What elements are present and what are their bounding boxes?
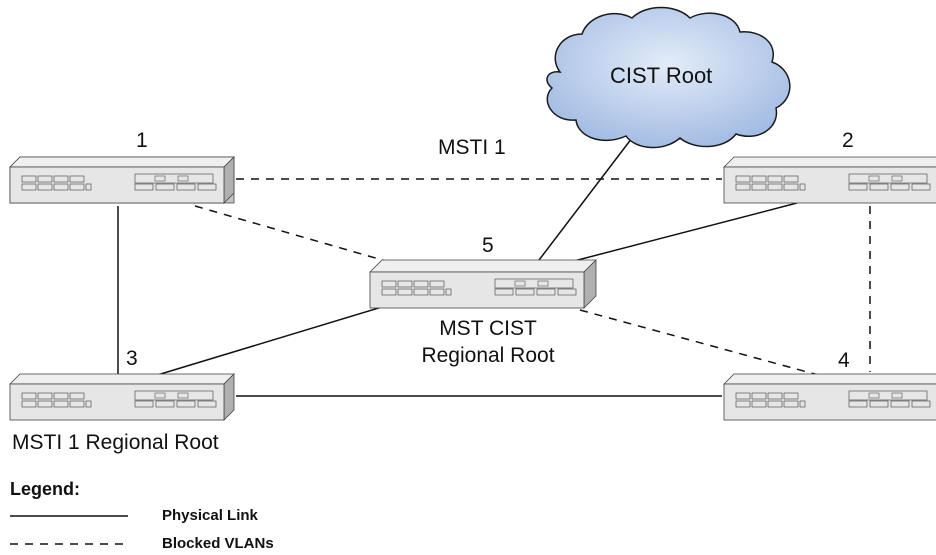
link-5-2 (573, 202, 798, 262)
switch-1 (9, 156, 235, 204)
switch-4-number: 4 (838, 349, 850, 372)
switch-5 (369, 259, 597, 309)
mst-cist-label-line1: MST CIST (439, 317, 537, 340)
switch-2-number: 2 (842, 129, 854, 152)
mst-cist-label-line2: Regional Root (421, 344, 555, 367)
link-5-4-blocked (579, 309, 823, 377)
link-5-cist-root (535, 137, 633, 265)
cist-root-cloud (546, 6, 791, 149)
cist-root-label: CIST Root (610, 63, 713, 88)
switch-1-number: 1 (136, 129, 148, 152)
legend-blocked-vlans-label: Blocked VLANs (162, 535, 274, 552)
msti-1-regional-root-label: MSTI 1 Regional Root (12, 431, 219, 454)
link-3-5 (153, 306, 383, 377)
switch-5-number: 5 (482, 234, 494, 257)
msti-1-label: MSTI 1 (438, 136, 506, 159)
switch-4 (723, 373, 936, 421)
switch-2 (723, 156, 936, 204)
link-1-5-blocked (194, 205, 411, 269)
legend-physical-link-label: Physical Link (162, 507, 258, 524)
legend-title: Legend: (10, 479, 80, 499)
switch-3 (9, 373, 235, 421)
switch-3-number: 3 (126, 347, 138, 370)
